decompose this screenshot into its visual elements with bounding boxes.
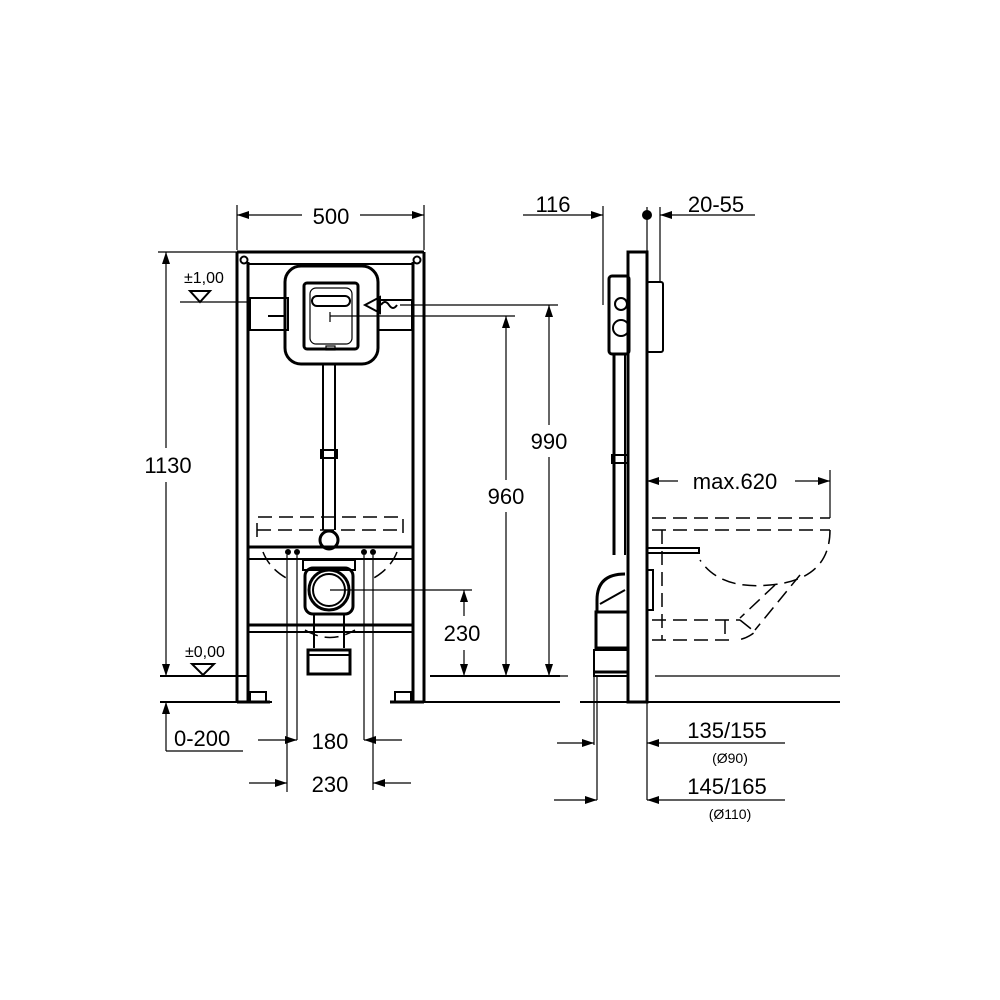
outer-spacing-label: 230 xyxy=(312,772,349,797)
floor-adjust-label: 0-200 xyxy=(174,726,230,751)
flush-plate xyxy=(283,264,380,366)
bowl-outline-side xyxy=(652,517,831,641)
dim-wall-finish xyxy=(642,207,755,282)
bowl-projection-label: max.620 xyxy=(693,469,777,494)
level-marker-top xyxy=(180,290,250,304)
flush-pipe xyxy=(318,364,340,551)
depth-label: 116 xyxy=(535,192,570,217)
wall-finish-label: 20-55 xyxy=(688,192,744,217)
drain-connector xyxy=(302,559,356,676)
fixing-bolts xyxy=(285,549,376,792)
drain-diameter-110-label: (Ø110) xyxy=(709,806,752,822)
water-inlet-height-label: 990 xyxy=(531,429,568,454)
flush-plate-height-label: 960 xyxy=(488,484,525,509)
drain-height-label: 230 xyxy=(444,621,481,646)
width-label: 500 xyxy=(313,204,350,229)
water-inlet-icon xyxy=(362,295,398,315)
dim-height-1130 xyxy=(158,251,237,676)
height-label: 1130 xyxy=(144,453,191,478)
level-floor-label: ±0,00 xyxy=(185,644,225,661)
side-view: 116 20-55 max.620 135/155 (Ø90) 145/165 xyxy=(523,192,840,822)
front-view: ±1,00 ±0,00 500 1130 0-200 xyxy=(144,204,568,797)
level-marker-floor xyxy=(189,663,217,677)
drain-offset-90-label: 135/155 xyxy=(687,718,767,743)
dim-floor-adjust xyxy=(162,702,243,752)
dim-depth-116 xyxy=(523,206,604,305)
dim-width-500 xyxy=(236,205,425,250)
dim-projection xyxy=(647,470,831,518)
inner-spacing-label: 180 xyxy=(312,729,349,754)
level-top-label: ±1,00 xyxy=(184,270,224,287)
drain-offset-110-label: 145/165 xyxy=(687,774,767,799)
bowl-outline-front xyxy=(256,516,404,639)
drain-diameter-90-label: (Ø90) xyxy=(712,750,748,766)
